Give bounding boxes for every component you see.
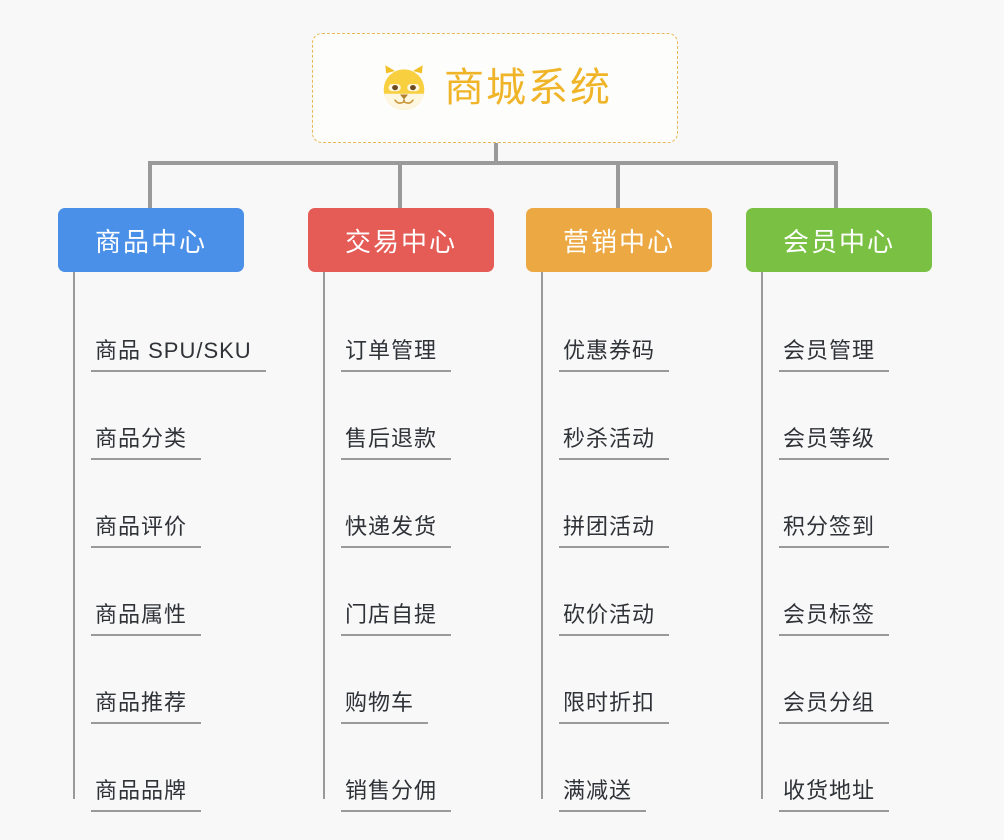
connector-drop-3	[616, 161, 620, 209]
branch-header-label: 会员中心	[782, 226, 895, 257]
leaf-label: 订单管理	[341, 338, 452, 372]
leaf-label: 商品 SPU/SKU	[91, 338, 266, 372]
branch-header-product[interactable]: 商品中心	[58, 208, 244, 272]
branch-header-marketing[interactable]: 营销中心	[526, 208, 712, 272]
leaf-item[interactable]: 优惠券码	[541, 284, 712, 372]
leaf-label: 商品品牌	[91, 778, 202, 812]
leaf-label: 销售分佣	[341, 778, 452, 812]
connector-drop-2	[398, 161, 402, 209]
leaf-label: 会员标签	[779, 602, 890, 636]
leaf-label: 会员等级	[779, 426, 890, 460]
branch-header-label: 交易中心	[344, 226, 457, 257]
leaf-label: 限时折扣	[559, 690, 670, 724]
leaf-item[interactable]: 商品品牌	[73, 724, 266, 812]
leaf-label: 售后退款	[341, 426, 452, 460]
leaf-item[interactable]: 快递发货	[323, 460, 494, 548]
leaf-list-product: 商品 SPU/SKU 商品分类 商品评价 商品属性 商品推荐 商品品牌	[58, 272, 266, 812]
leaf-label: 秒杀活动	[559, 426, 670, 460]
leaf-item[interactable]: 商品分类	[73, 372, 266, 460]
leaf-label: 拼团活动	[559, 514, 670, 548]
branch-header-label: 营销中心	[562, 226, 675, 257]
leaf-item[interactable]: 商品推荐	[73, 636, 266, 724]
branch-column-product: 商品中心 商品 SPU/SKU 商品分类 商品评价 商品属性 商品推荐 商品品牌	[58, 208, 266, 812]
connector-drop-1	[148, 161, 152, 209]
connector-root-stem	[494, 143, 498, 165]
leaf-label: 商品评价	[91, 514, 202, 548]
leaf-spine	[323, 272, 325, 799]
branch-header-trade[interactable]: 交易中心	[308, 208, 494, 272]
branch-column-marketing: 营销中心 优惠券码 秒杀活动 拼团活动 砍价活动 限时折扣 满减送	[526, 208, 712, 812]
leaf-item[interactable]: 拼团活动	[541, 460, 712, 548]
leaf-item[interactable]: 会员管理	[761, 284, 932, 372]
leaf-item[interactable]: 会员等级	[761, 372, 932, 460]
leaf-label: 砍价活动	[559, 602, 670, 636]
leaf-list-trade: 订单管理 售后退款 快递发货 门店自提 购物车 销售分佣	[308, 272, 494, 812]
connector-drop-4	[834, 161, 838, 209]
branch-column-trade: 交易中心 订单管理 售后退款 快递发货 门店自提 购物车 销售分佣	[308, 208, 494, 812]
leaf-item[interactable]: 秒杀活动	[541, 372, 712, 460]
leaf-item[interactable]: 商品评价	[73, 460, 266, 548]
leaf-item[interactable]: 门店自提	[323, 548, 494, 636]
leaf-item[interactable]: 商品 SPU/SKU	[73, 284, 266, 372]
root-node[interactable]: 商城系统	[312, 33, 678, 143]
leaf-label: 商品分类	[91, 426, 202, 460]
leaf-item[interactable]: 售后退款	[323, 372, 494, 460]
leaf-label: 购物车	[341, 690, 429, 724]
leaf-label: 满减送	[559, 778, 647, 812]
leaf-list-member: 会员管理 会员等级 积分签到 会员标签 会员分组 收货地址	[746, 272, 932, 812]
leaf-label: 优惠券码	[559, 338, 670, 372]
leaf-item[interactable]: 限时折扣	[541, 636, 712, 724]
leaf-spine	[541, 272, 543, 799]
leaf-label: 积分签到	[779, 514, 890, 548]
root-title: 商城系统	[444, 66, 612, 110]
leaf-item[interactable]: 会员标签	[761, 548, 932, 636]
leaf-label: 快递发货	[341, 514, 452, 548]
shiba-dog-face-icon	[383, 65, 425, 110]
leaf-spine	[73, 272, 75, 799]
leaf-label: 商品推荐	[91, 690, 202, 724]
leaf-label: 门店自提	[341, 602, 452, 636]
connector-horizontal-bus	[148, 161, 834, 165]
leaf-label: 收货地址	[779, 778, 890, 812]
leaf-item[interactable]: 购物车	[323, 636, 494, 724]
branch-column-member: 会员中心 会员管理 会员等级 积分签到 会员标签 会员分组 收货地址	[746, 208, 932, 812]
leaf-item[interactable]: 满减送	[541, 724, 712, 812]
leaf-item[interactable]: 收货地址	[761, 724, 932, 812]
leaf-label: 会员管理	[779, 338, 890, 372]
leaf-label: 会员分组	[779, 690, 890, 724]
leaf-item[interactable]: 会员分组	[761, 636, 932, 724]
leaf-item[interactable]: 商品属性	[73, 548, 266, 636]
leaf-item[interactable]: 砍价活动	[541, 548, 712, 636]
leaf-item[interactable]: 订单管理	[323, 284, 494, 372]
leaf-item[interactable]: 积分签到	[761, 460, 932, 548]
leaf-list-marketing: 优惠券码 秒杀活动 拼团活动 砍价活动 限时折扣 满减送	[526, 272, 712, 812]
leaf-item[interactable]: 销售分佣	[323, 724, 494, 812]
branch-header-label: 商品中心	[94, 226, 207, 257]
branch-header-member[interactable]: 会员中心	[746, 208, 932, 272]
leaf-label: 商品属性	[91, 602, 202, 636]
leaf-spine	[761, 272, 763, 799]
